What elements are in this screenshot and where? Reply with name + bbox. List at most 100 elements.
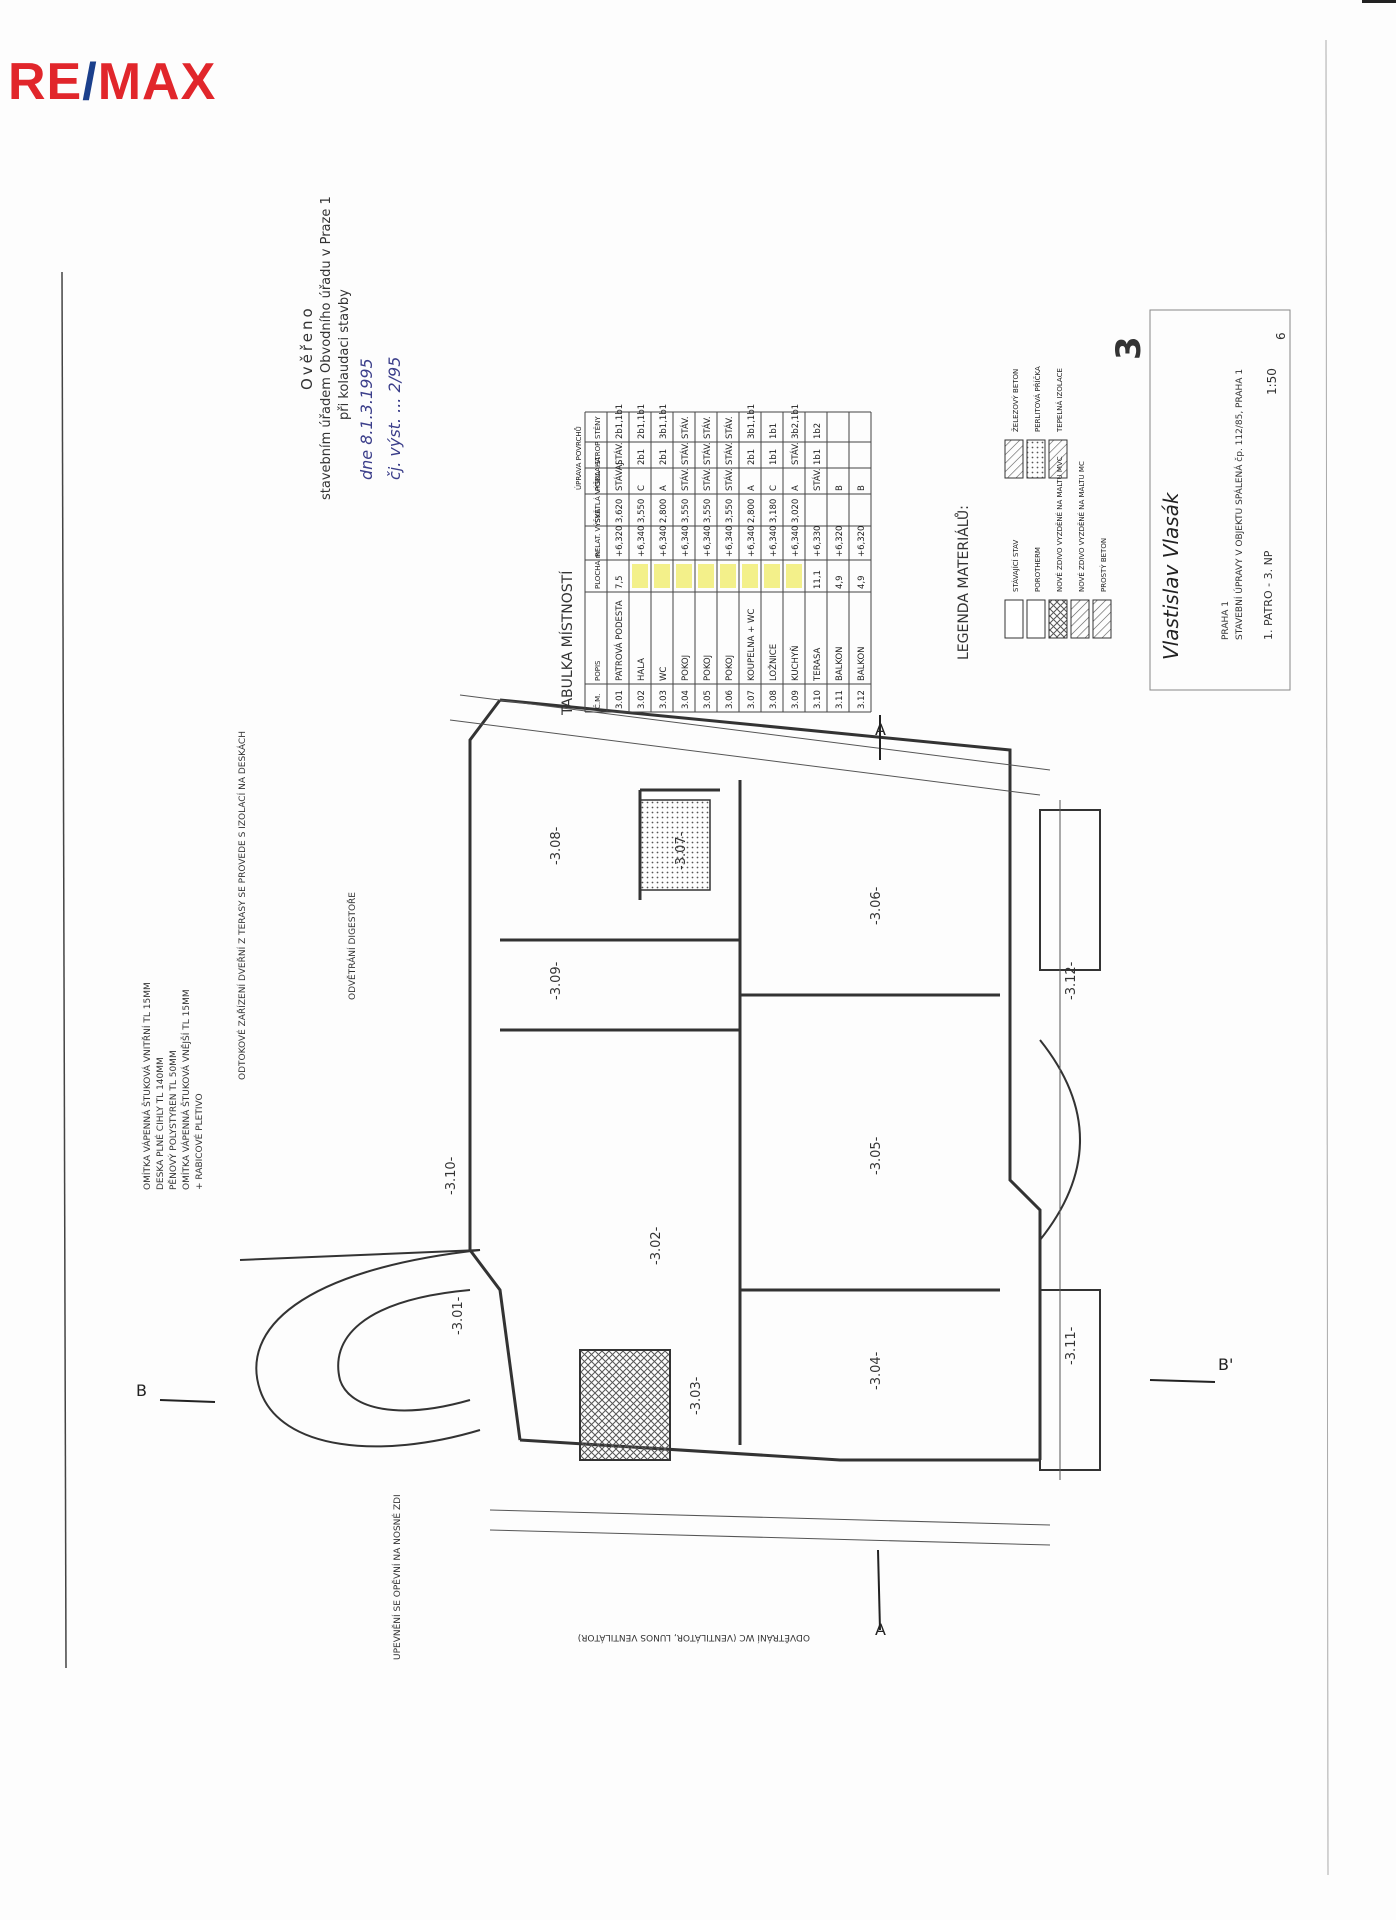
area-highlight	[720, 564, 736, 588]
table-cell-room-name: WC	[659, 667, 669, 681]
table-cell-room-no: 3.10	[813, 690, 823, 709]
table-header-cell: SVĚTLÁ VÝŠKA	[593, 471, 602, 523]
table-cell-clear-height: 3,550	[681, 499, 691, 523]
table-cell-walls: 2b1,1b1	[637, 404, 647, 439]
ventilation-note: ODVĚTRÁNÍ WC (VENTILÁTOR, LUNOS VENTILÁT…	[578, 1632, 810, 1644]
table-cell-area: 4,9	[835, 575, 845, 589]
legend-label: PROSTÝ BETON	[1099, 538, 1108, 592]
bathroom-hatch	[639, 799, 711, 891]
legend-swatch	[1092, 599, 1112, 639]
title-drawing: 1. PATRO - 3. NP	[1262, 550, 1275, 640]
table-cell-room-no: 3.05	[703, 690, 713, 709]
table-cell-rel-height: +6,320	[835, 526, 845, 557]
table-cell-ceiling: STÁV.	[701, 442, 713, 465]
room-label-3-03: -3.03-	[689, 1376, 704, 1415]
room-label-3-05: -3.05-	[869, 1136, 884, 1175]
section-B-right: B'	[1218, 1355, 1233, 1374]
table-header-cell: STĚNY	[593, 416, 602, 439]
table-cell-floor: C	[637, 485, 647, 491]
table-cell-rel-height: +6,340	[681, 526, 691, 557]
table-cell-floor: STÁVAJ.	[613, 460, 625, 492]
table-cell-clear-height: 3,550	[637, 499, 647, 523]
table-cell-rel-height: +6,340	[769, 526, 779, 557]
table-cell-floor: STÁV.	[723, 468, 735, 491]
table-cell-floor: STÁV.	[811, 468, 823, 491]
remax-logo: RE/MAX	[8, 53, 217, 111]
spiral-stair	[239, 1249, 481, 1448]
table-cell-clear-height: 3,550	[703, 499, 713, 523]
wall-note-3: PĚNOVÝ POLYSTYREN TL 50MM	[167, 1050, 179, 1190]
table-cell-room-name: POKOJ	[725, 655, 735, 681]
table-cell-ceiling: 2b1	[637, 449, 647, 465]
table-cell-walls: STÁV.	[679, 416, 691, 439]
table-header-cell: Č.M.	[593, 694, 602, 709]
table-cell-room-no: 3.08	[769, 690, 779, 709]
table-cell-floor: A	[659, 485, 669, 491]
table-cell-clear-height: 2,800	[659, 499, 669, 523]
table-cell-walls: STÁV.	[701, 416, 713, 439]
table-cell-area: 4,9	[857, 575, 867, 589]
legend-swatch	[1048, 599, 1068, 639]
table-cell-floor: C	[769, 485, 779, 491]
table-cell-room-no: 3.02	[637, 690, 647, 709]
table-cell-walls: 1b2	[813, 423, 823, 439]
dimension-lines	[449, 694, 1061, 1546]
room-label-3-01: -3.01-	[451, 1296, 466, 1335]
section-A-top: A	[875, 720, 886, 739]
table-cell-room-name: POKOJ	[681, 655, 691, 681]
room-label-3-04: -3.04-	[869, 1351, 884, 1390]
area-highlight	[698, 564, 714, 588]
area-highlight	[654, 564, 670, 588]
table-cell-clear-height: 3,550	[725, 499, 735, 523]
legend-label: STÁVAJÍCÍ STAV	[1011, 540, 1020, 592]
table-cell-walls: 3b1,1b1	[747, 404, 757, 439]
title-scale: 1:50	[1265, 368, 1279, 395]
table-cell-room-no: 3.11	[835, 690, 845, 709]
table-cell-room-name: LOŽNICE	[767, 644, 779, 681]
table-cell-clear-height: 3,180	[769, 499, 779, 523]
table-cell-room-name: BALKON	[835, 646, 845, 681]
room-table-title: TABULKA MÍSTNOSTÍ	[559, 571, 576, 716]
table-cell-ceiling: STÁV.	[679, 442, 691, 465]
table-cell-rel-height: +6,340	[791, 526, 801, 557]
legend-swatch	[1070, 599, 1090, 639]
table-cell-walls: 3b2,1b1	[791, 404, 801, 439]
building-walls	[468, 698, 1042, 1462]
section-marks	[159, 715, 1216, 1631]
room-label-3-06: -3.06-	[869, 886, 884, 925]
legend-swatch	[1026, 439, 1046, 479]
table-cell-floor: B	[835, 485, 845, 491]
table-cell-area: 7,5	[615, 575, 625, 589]
table-cell-floor: STÁV.	[679, 468, 691, 491]
table-cell-clear-height: 2,800	[747, 499, 757, 523]
wall-layer-notes: OMÍTKA VÁPENNÁ ŠTUKOVÁ VNITŘNÍ TL 15MM D…	[141, 731, 810, 1660]
table-cell-rel-height: +6,340	[725, 526, 735, 557]
table-cell-room-no: 3.04	[681, 690, 691, 709]
table-cell-room-name: BALKON	[857, 646, 867, 681]
title-investor: PRAHA 1	[1221, 601, 1231, 640]
wall-note-2: DESKA PLNÉ CIHLY TL 140MM	[154, 1057, 166, 1190]
table-cell-room-name: KUCHYŇ	[790, 646, 801, 681]
table-cell-ceiling: 1b1	[813, 449, 823, 465]
legend-label: NOVÉ ZDIVO VYZDĚNÉ NA MALTU MVC	[1055, 456, 1064, 592]
legend-label: PERLITOVÁ PŘÍČKA	[1033, 366, 1042, 432]
table-cell-rel-height: +6,340	[637, 526, 647, 557]
table-cell-room-no: 3.06	[725, 690, 735, 709]
title-block-frame	[1149, 309, 1291, 691]
table-cell-room-name: KOUPELNA + WC	[747, 609, 757, 681]
table-cell-area: 11,1	[813, 570, 823, 589]
legend-label: POROTHERM	[1034, 547, 1042, 592]
shaft-hatch	[579, 1349, 671, 1461]
scan-edge-mark	[1362, 0, 1396, 3]
title-project: STAVEBNÍ ÚPRAVY V OBJEKTU SPÁLENÁ čp. 11…	[1233, 369, 1245, 640]
legend-swatch	[1004, 599, 1024, 639]
table-cell-walls: 1b1	[769, 423, 779, 439]
area-highlight	[676, 564, 692, 588]
room-label-3-02: -3.02-	[649, 1226, 664, 1265]
room-labels: -3.08- -3.09- -3.10- -3.02- -3.01- -3.06…	[444, 826, 1079, 1415]
table-cell-room-no: 3.07	[747, 690, 757, 709]
hood-vent-note: ODVĚTRÁNÍ DIGESTOŘE	[346, 892, 358, 1000]
